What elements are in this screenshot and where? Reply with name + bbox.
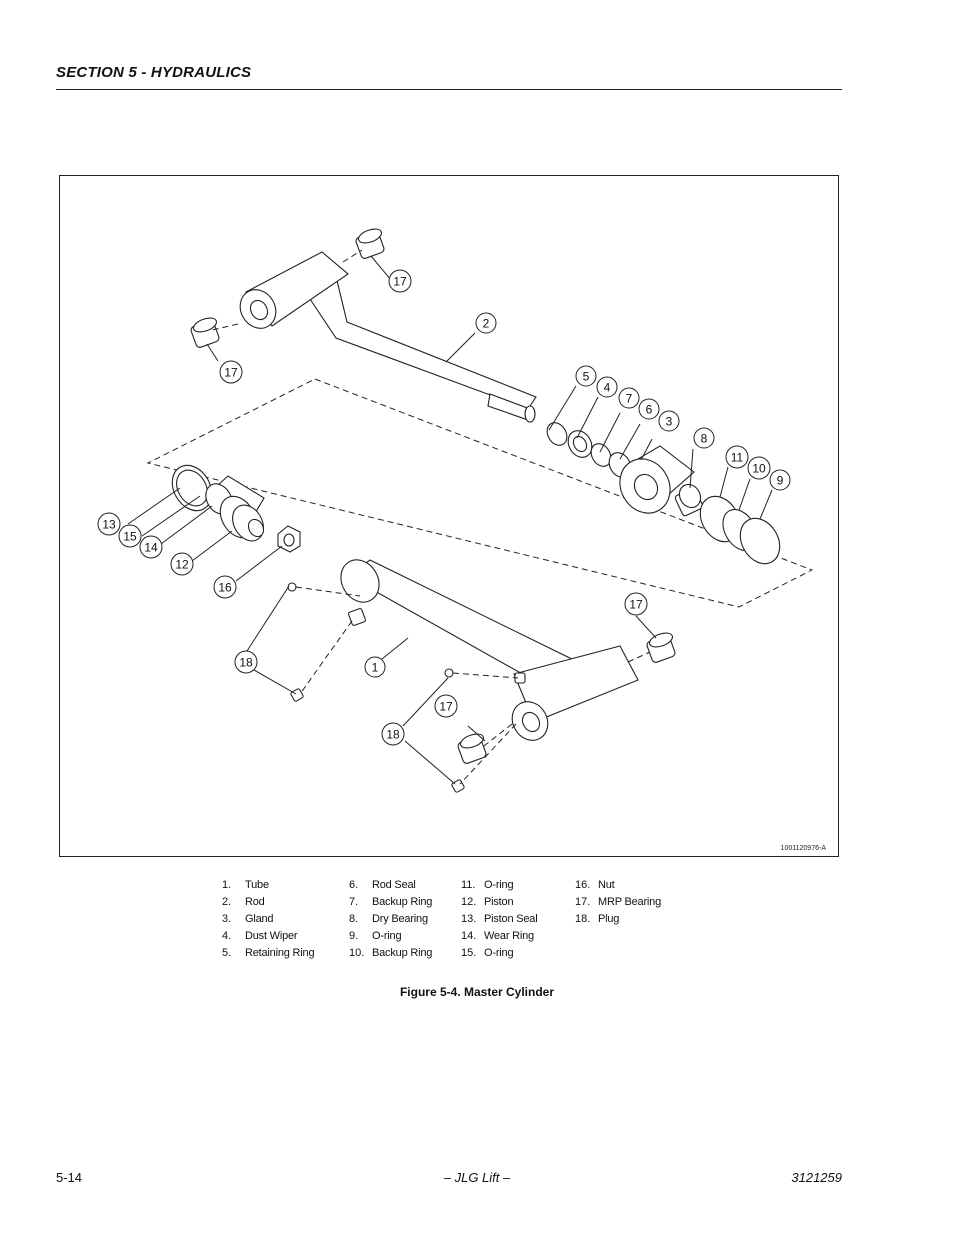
- callout-label: 18: [239, 656, 253, 670]
- doc-number: 3121259: [791, 1170, 842, 1185]
- callout-label: 18: [386, 728, 400, 742]
- o-ring-9: [739, 517, 781, 565]
- callout-balloon: 2: [475, 312, 497, 334]
- callout-label: 17: [224, 366, 238, 380]
- leader-lines: [127, 255, 773, 785]
- tube: [340, 559, 639, 741]
- callout-label: 14: [144, 541, 158, 555]
- drawing-number: 1001120976-A: [780, 845, 826, 852]
- page-number: 5-14: [56, 1170, 83, 1185]
- callout-balloon: 17: [219, 360, 243, 384]
- callout-label: 5: [583, 370, 590, 384]
- plug: [451, 779, 465, 793]
- legend-item: 15.O-ring: [461, 947, 514, 959]
- plug-port: [287, 582, 297, 592]
- callout-balloon: 16: [213, 575, 237, 599]
- callout-balloon: 8: [693, 427, 715, 449]
- legend-item: 3.Gland: [222, 913, 274, 925]
- retaining-ring: [546, 422, 568, 446]
- callout-balloon: 14: [139, 535, 163, 559]
- rod-end-face: [524, 405, 536, 423]
- callout-label: 11: [731, 451, 744, 465]
- legend-item: 4.Dust Wiper: [222, 930, 298, 942]
- figure-caption: Figure 5-4. Master Cylinder: [399, 985, 555, 999]
- callout-balloon: 12: [170, 552, 194, 576]
- legend-item: 5.Retaining Ring: [222, 947, 315, 959]
- backup-ring: [590, 443, 612, 467]
- legend-column-1: 1.Tube 2.Rod 3.Gland 4.Dust Wiper 5.Reta…: [222, 877, 315, 962]
- callout-label: 15: [123, 530, 137, 544]
- callout-balloon: 18: [234, 650, 258, 674]
- callout-balloon: 7: [618, 387, 640, 409]
- callout-balloon: 4: [596, 376, 618, 398]
- dry-bearing: [674, 483, 704, 517]
- legend-item: 9.O-ring: [349, 930, 402, 942]
- callout-label: 17: [629, 598, 643, 612]
- legend-item: 10.Backup Ring: [349, 947, 433, 959]
- callout-label: 3: [666, 415, 673, 429]
- callout-label: 17: [393, 275, 407, 289]
- bearing-tube-right: [646, 632, 676, 663]
- master-cylinder-drawing: 17 2 17 54 763 8 11 10 9 13 15 14 12 16 17 18 1 17 18: [97, 228, 814, 793]
- plug-port: [348, 608, 366, 626]
- legend-column-2: 6.Rod Seal 7.Backup Ring 8.Dry Bearing 9…: [349, 877, 432, 962]
- legend-item: 18.Plug: [575, 913, 620, 925]
- plug-port: [444, 668, 454, 678]
- nut: [277, 525, 301, 553]
- legend-item: 2.Rod: [222, 896, 265, 908]
- legend-item: 17.MRP Bearing: [575, 896, 662, 908]
- callout-label: 17: [439, 700, 453, 714]
- legend-item: 8.Dry Bearing: [349, 913, 428, 925]
- section-title: SECTION 5 - HYDRAULICS: [56, 64, 252, 81]
- callout-balloon: 17: [388, 269, 412, 293]
- legend-item: 1.Tube: [222, 879, 269, 891]
- rod-assembly: [239, 251, 537, 423]
- legend-item: 6.Rod Seal: [349, 879, 416, 891]
- header-rule: [56, 89, 842, 90]
- legend-item: 12.Piston: [461, 896, 514, 908]
- callout-label: 1: [372, 661, 379, 675]
- dash-leader: [342, 249, 363, 263]
- legend-item: 13.Piston Seal: [461, 913, 538, 925]
- callout-balloon: 6: [638, 398, 660, 420]
- callout-balloon: 17: [624, 592, 648, 616]
- bearing-top-right: [355, 228, 385, 259]
- callout-label: 10: [752, 462, 766, 476]
- callout-label: 8: [701, 432, 708, 446]
- callout-balloon: 1: [364, 656, 386, 678]
- plug: [290, 688, 304, 702]
- callout-balloon: 5: [575, 365, 597, 387]
- piston: [205, 475, 265, 542]
- legend-item: 11.O-ring: [461, 879, 514, 891]
- callout-balloon: 13: [97, 512, 121, 536]
- callout-label: 13: [102, 518, 116, 532]
- callout-balloon: 18: [381, 722, 405, 746]
- callout-label: 2: [483, 317, 490, 331]
- callout-balloon: 17: [434, 694, 458, 718]
- callout-balloon: 10: [747, 456, 771, 480]
- legend-column-4: 16.Nut 17.MRP Bearing 18.Plug: [575, 877, 661, 928]
- gland: [619, 445, 695, 514]
- callout-label: 7: [626, 392, 633, 406]
- bearing-top-left: [190, 317, 220, 348]
- callout-label: 4: [604, 381, 611, 395]
- callout-balloon: 11: [725, 445, 749, 469]
- callout-label: 12: [175, 558, 189, 572]
- legend-column-3: 11.O-ring 12.Piston 13.Piston Seal 14.We…: [461, 877, 538, 962]
- callout-balloon: 3: [658, 410, 680, 432]
- parts-legend: 1.Tube 2.Rod 3.Gland 4.Dust Wiper 5.Reta…: [222, 877, 692, 967]
- callout-label: 9: [777, 474, 784, 488]
- footer-brand: – JLG Lift –: [443, 1170, 511, 1185]
- callout-label: 6: [646, 403, 653, 417]
- legend-item: 16.Nut: [575, 879, 615, 891]
- callout-label: 16: [218, 581, 232, 595]
- callout-balloon: 15: [118, 524, 142, 548]
- bearing-tube-left: [457, 733, 487, 764]
- legend-item: 14.Wear Ring: [461, 930, 534, 942]
- legend-item: 7.Backup Ring: [349, 896, 433, 908]
- dash-leader: [211, 323, 239, 331]
- rod-eye-bore: [249, 299, 269, 321]
- callout-balloon: 9: [769, 469, 791, 491]
